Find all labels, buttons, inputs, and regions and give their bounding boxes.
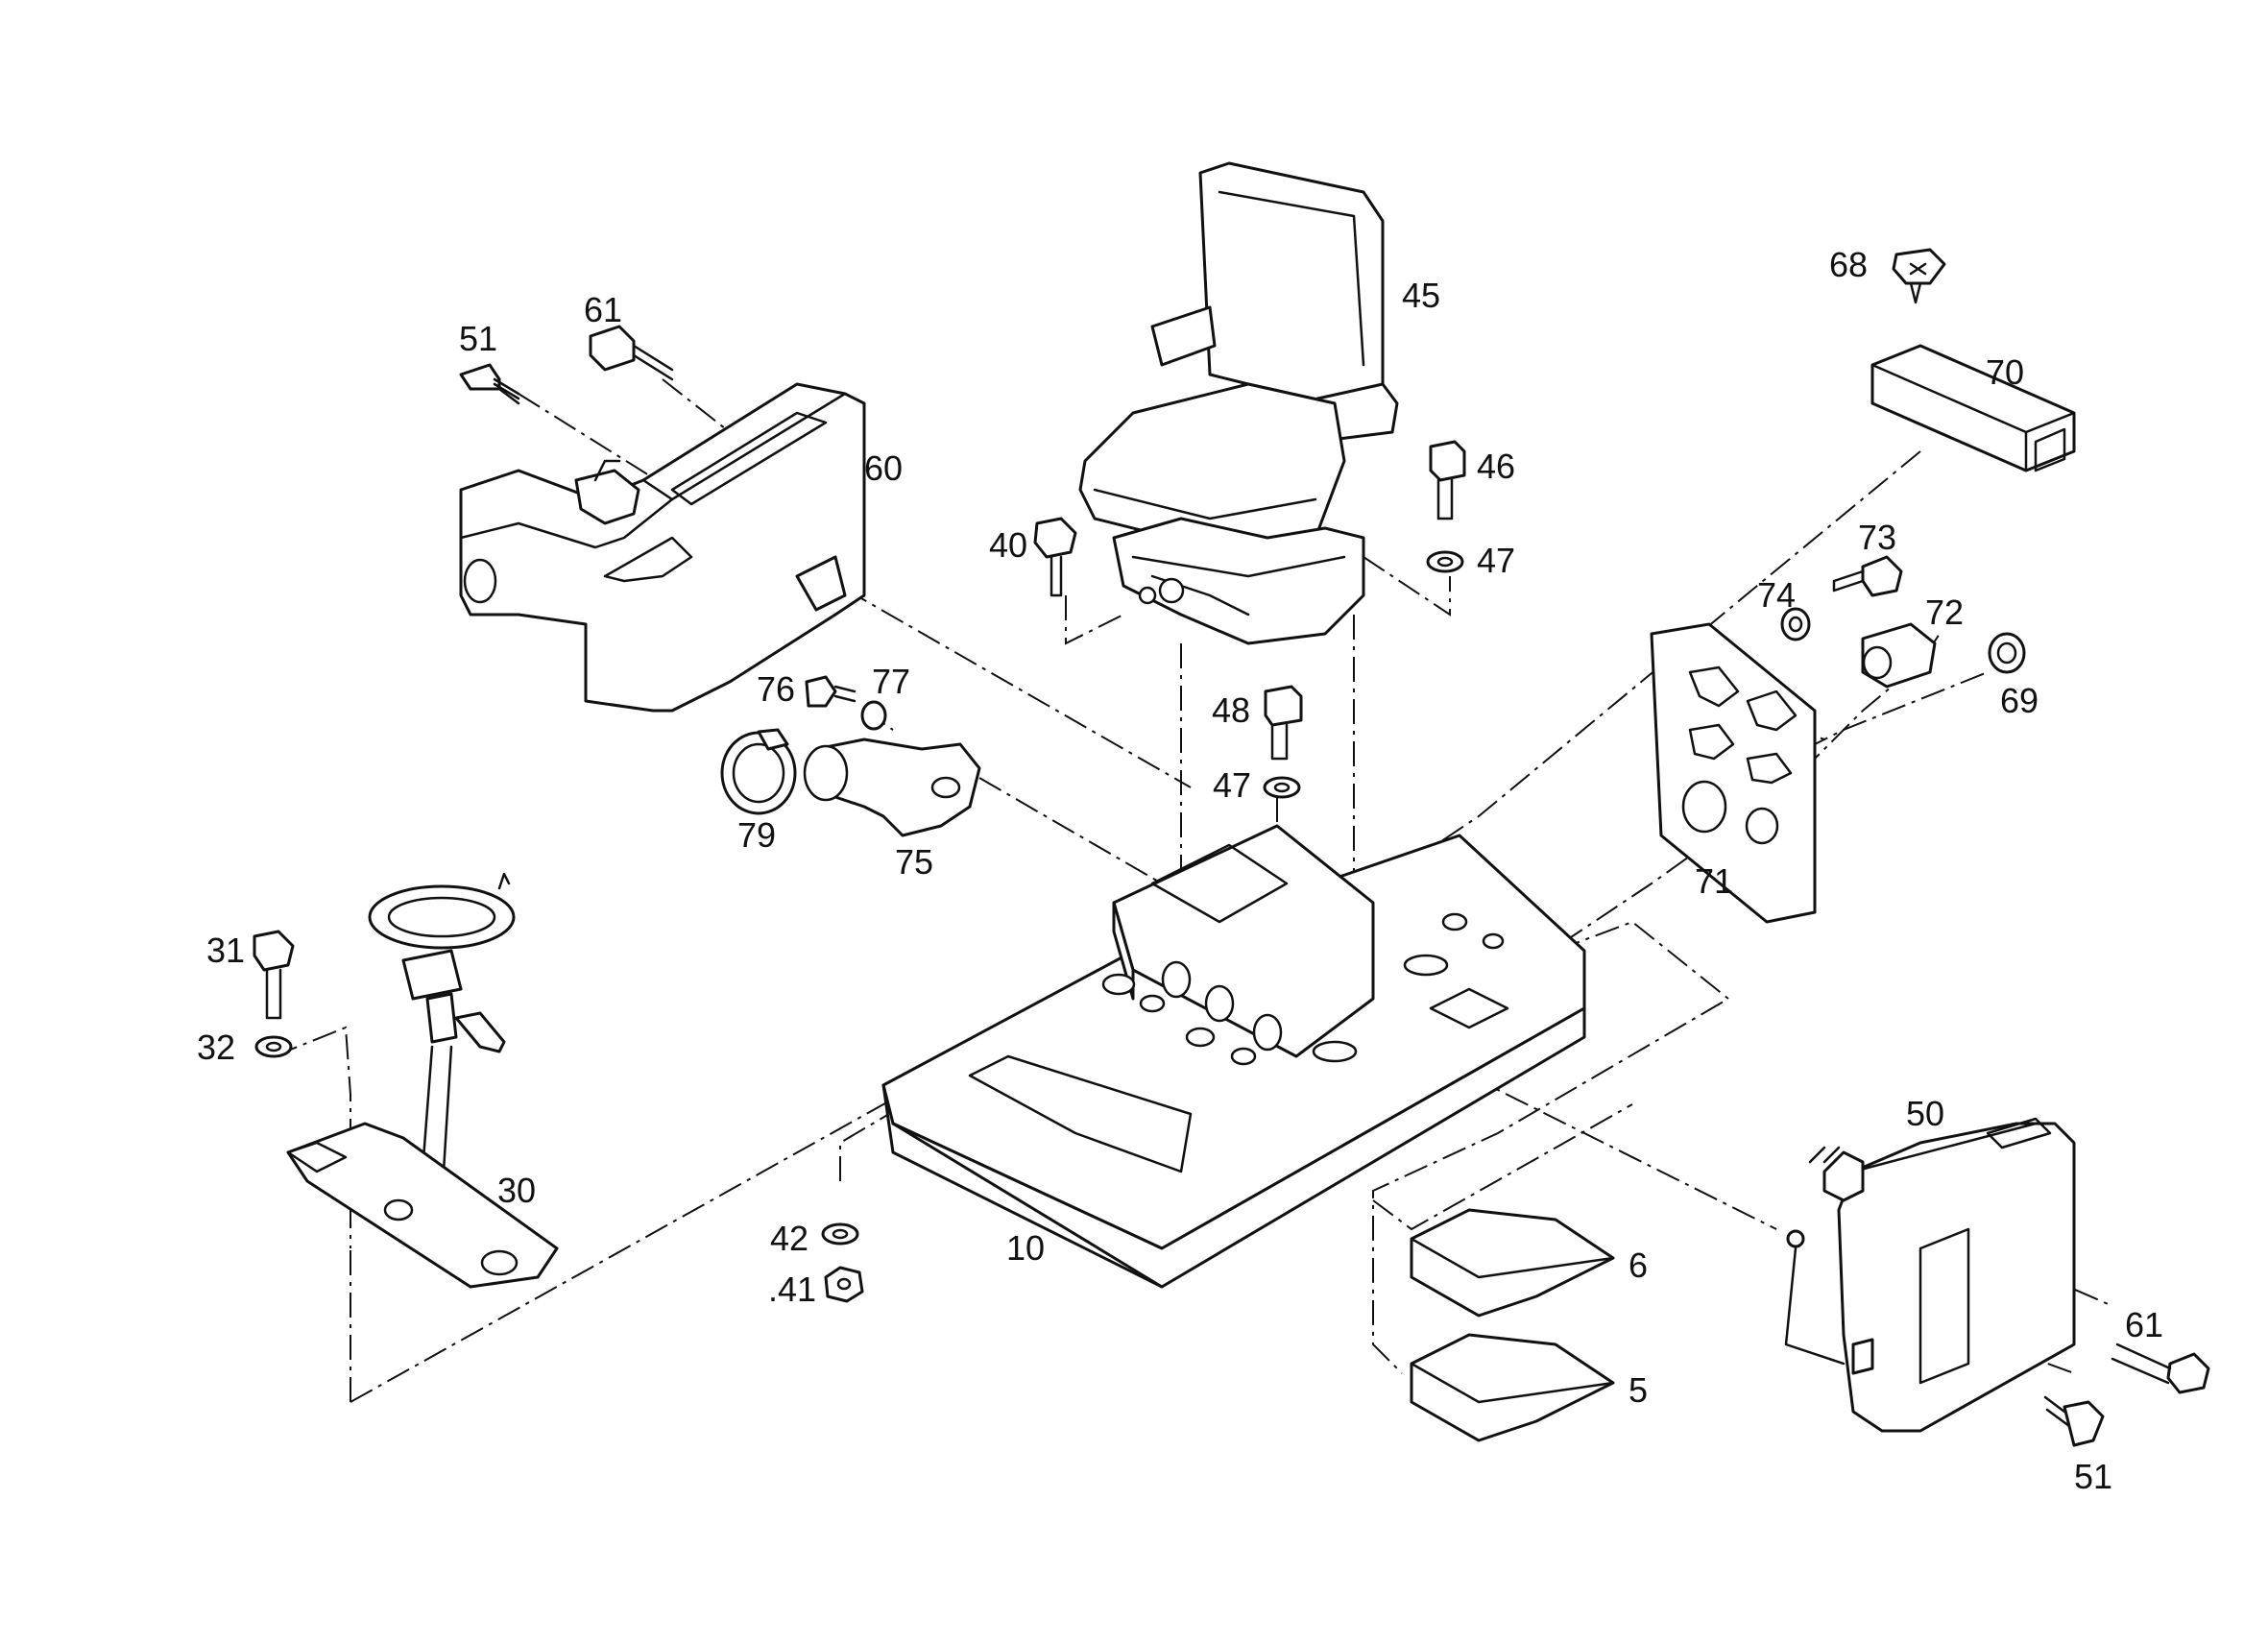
seat-45	[1078, 161, 1399, 645]
callout-61-bottom: 61	[2125, 1305, 2163, 1344]
callout-31: 31	[206, 931, 245, 970]
callout-51-bottom: 51	[2074, 1457, 2112, 1496]
base-plate-10	[881, 824, 1586, 1289]
callout-10: 10	[1006, 1228, 1045, 1268]
callout-70: 70	[1986, 352, 2024, 392]
callout-79: 79	[737, 815, 776, 855]
callout-60: 60	[864, 448, 903, 488]
callout-32: 32	[197, 1028, 235, 1067]
callout-51-top: 51	[459, 319, 497, 358]
callout-48: 48	[1212, 690, 1250, 730]
callout-40: 40	[989, 525, 1027, 565]
callout-68: 68	[1829, 245, 1868, 284]
callout-6: 6	[1629, 1246, 1648, 1285]
steering-column-30	[286, 872, 559, 1289]
hardware	[253, 248, 2210, 1447]
callout-76: 76	[757, 669, 795, 709]
callout-42: 42	[770, 1219, 808, 1258]
callout-72: 72	[1925, 593, 1964, 632]
callout-50: 50	[1906, 1094, 1944, 1133]
mats-5-6	[1410, 1208, 1615, 1442]
callout-71: 71	[1695, 861, 1733, 901]
callout-45: 45	[1402, 276, 1440, 315]
callout-30: 30	[497, 1171, 536, 1210]
callout-47-top: 47	[1477, 541, 1515, 580]
panel-71	[1650, 622, 1817, 924]
callout-46: 46	[1477, 447, 1515, 486]
callout-5: 5	[1629, 1370, 1648, 1410]
right-console-50	[1784, 1117, 2076, 1433]
left-console-60	[459, 382, 866, 713]
callout-77: 77	[872, 662, 910, 701]
callout-47-mid: 47	[1213, 765, 1251, 805]
callout-labels: 45 68 70 51 61 60 46 40 47 73 74 72 76 7…	[197, 245, 2163, 1496]
callout-75: 75	[895, 842, 933, 882]
callout-74: 74	[1757, 575, 1796, 615]
callout-73: 73	[1858, 518, 1896, 557]
callout-61-top: 61	[584, 290, 622, 329]
callout-41: .41	[768, 1270, 816, 1309]
callout-69: 69	[2000, 681, 2039, 720]
